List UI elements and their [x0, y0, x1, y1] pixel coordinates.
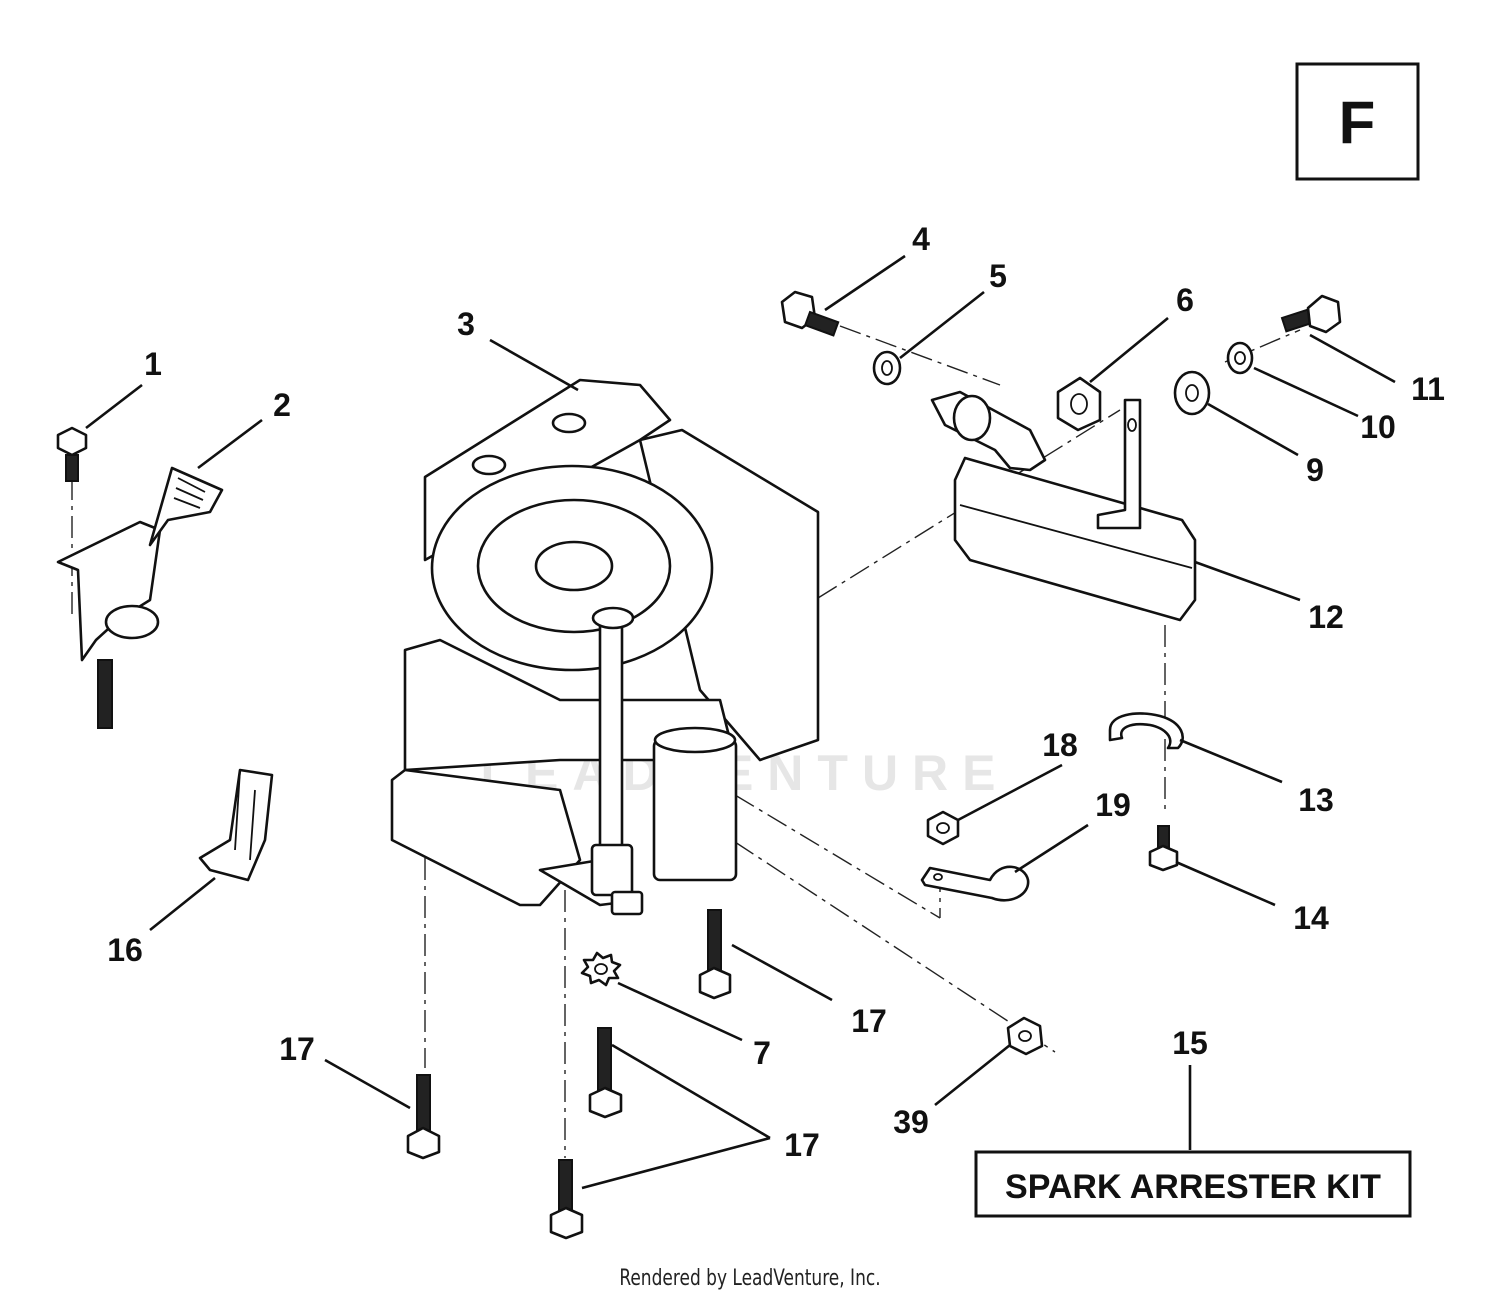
callout-15: 15	[1172, 1025, 1208, 1061]
part-19-clamp	[920, 865, 1030, 902]
callout-17-b: 17	[279, 1031, 315, 1067]
callout-18: 18	[1042, 727, 1078, 763]
part-4-bolt	[780, 290, 840, 337]
callout-6: 6	[1176, 282, 1194, 318]
callout-7: 7	[753, 1035, 771, 1071]
part-6-gasket	[1056, 376, 1102, 432]
kit-label: SPARK ARRESTER KIT	[1005, 1168, 1381, 1206]
spark-arrester-kit-box: SPARK ARRESTER KIT	[974, 1150, 1412, 1218]
part-17-bolt-b	[406, 1074, 441, 1160]
leader-lines	[85, 254, 1396, 1190]
part-16-bracket	[198, 768, 274, 882]
callout-5: 5	[989, 258, 1007, 294]
callout-14: 14	[1293, 900, 1329, 936]
part-3-engine	[390, 378, 820, 916]
callout-11: 11	[1411, 371, 1445, 407]
callout-9: 9	[1306, 452, 1324, 488]
part-11-bolt	[1280, 294, 1342, 334]
callout-17-c: 17	[784, 1127, 820, 1163]
callout-4: 4	[912, 221, 930, 257]
part-39-nut	[1006, 1016, 1044, 1056]
callout-2: 2	[273, 387, 291, 423]
callout-12: 12	[1308, 599, 1344, 635]
part-12-muffler	[953, 398, 1197, 622]
callout-39: 39	[893, 1104, 929, 1140]
part-1-bolt	[56, 426, 88, 482]
part-17-bolt-a	[698, 909, 732, 1000]
sheet-label: F	[1339, 89, 1376, 156]
part-5-washer	[872, 350, 902, 386]
callout-16: 16	[107, 932, 143, 968]
exhaust-elbow	[930, 390, 1047, 472]
part-14-screw	[1148, 825, 1179, 872]
part-17-bolt-c	[588, 1027, 623, 1119]
part-18-nut	[926, 810, 960, 846]
footer-credit: Rendered by LeadVenture, Inc.	[619, 1266, 881, 1291]
callout-17-a: 17	[851, 1003, 887, 1039]
callout-1: 1	[144, 346, 162, 382]
callout-19: 19	[1095, 787, 1131, 823]
sheet-label-box: F	[1295, 62, 1420, 181]
callout-labels: 1 2 3 4 5 6 7 9 10 11 12 13 14 15 16 17 …	[107, 221, 1445, 1163]
callout-10: 10	[1360, 409, 1396, 445]
callout-13: 13	[1298, 782, 1334, 818]
callout-3: 3	[457, 306, 475, 342]
part-10-washer	[1226, 341, 1254, 375]
part-2-throttle-control	[56, 466, 224, 729]
part-17-bolt-d	[549, 1159, 584, 1240]
part-13-screen	[1108, 712, 1184, 750]
part-7-star-washer	[580, 951, 622, 987]
part-9-washer	[1173, 370, 1211, 416]
